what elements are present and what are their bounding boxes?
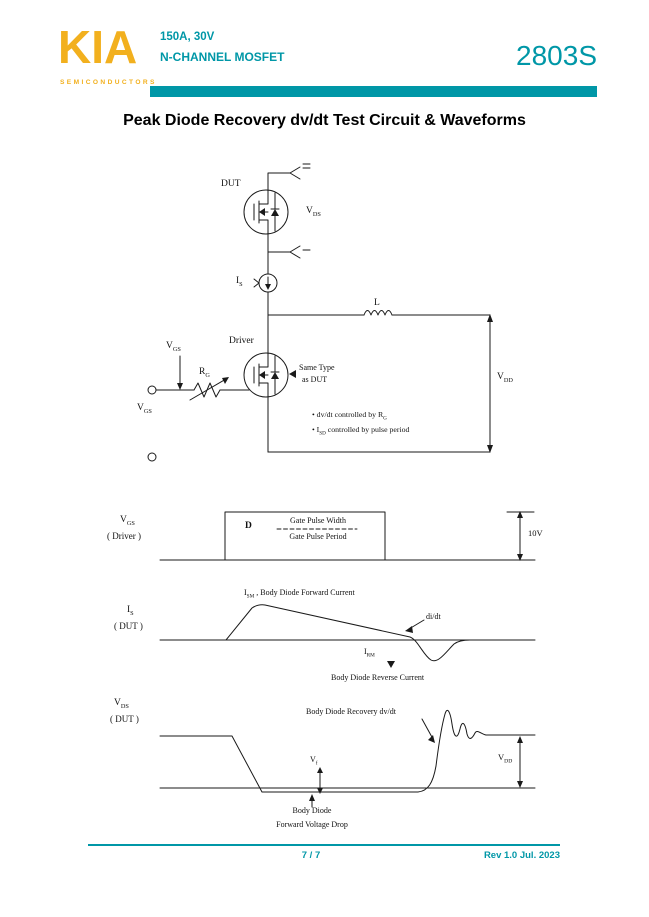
forward-current-label: ISM , Body Diode Forward Current xyxy=(244,588,355,600)
footer-divider xyxy=(88,844,560,846)
device-type-line: N-CHANNEL MOSFET xyxy=(160,50,285,64)
gate-pulse-period-label: Gate Pulse Period xyxy=(289,532,347,541)
part-number: 2803S xyxy=(516,40,597,71)
panel3-axis-sublabel: ( DUT ) xyxy=(110,714,139,724)
note-isd: • ISD controlled by pulse period xyxy=(312,425,410,437)
same-type-label-line1: Same Type xyxy=(299,363,335,372)
vdd-rail xyxy=(487,314,493,453)
kia-logo-subtitle: SEMICONDUCTORS xyxy=(60,79,157,86)
vdd-label: VDD xyxy=(497,372,513,384)
panel1-axis-sublabel: ( Driver ) xyxy=(107,531,141,541)
vgs-node-label: VGS xyxy=(166,341,181,353)
didt-label: di/dt xyxy=(426,612,441,621)
kia-logo: KIA xyxy=(58,21,138,73)
inductor xyxy=(267,310,491,316)
revision-label: Rev 1.0 Jul. 2023 xyxy=(483,850,560,861)
panel1-axis-label: VGS xyxy=(120,515,135,527)
header-accent-bar xyxy=(150,86,597,97)
inductor-label: L xyxy=(374,298,380,308)
rg-label: RG xyxy=(199,367,210,379)
rating-line: 150A, 30V xyxy=(160,31,215,43)
vdd-amplitude-label: VDD xyxy=(498,752,513,765)
dut-label: DUT xyxy=(221,179,241,189)
panel2-axis-label: IS xyxy=(127,605,134,617)
vds-label: VDS xyxy=(306,206,321,218)
diode-current-waveform xyxy=(159,604,536,668)
dut-drain-terminal xyxy=(267,163,311,192)
driver-label: Driver xyxy=(229,336,254,346)
dut-mosfet-symbol xyxy=(243,189,289,235)
irm-label: IRM xyxy=(364,647,375,659)
gate-amplitude-label: 10V xyxy=(528,528,543,538)
driver-mosfet-symbol xyxy=(243,352,296,453)
body-diode-drop-label-line1: Body Diode xyxy=(292,806,332,815)
same-type-label-line2: as DUT xyxy=(302,375,328,384)
recovery-dvdt-label: Body Diode Recovery dv/dt xyxy=(306,707,396,716)
vf-label: Vf xyxy=(310,755,318,767)
panel3-axis-label: VDS xyxy=(114,698,129,710)
gate-pulse-waveform xyxy=(159,511,536,561)
page-title: Peak Diode Recovery dv/dt Test Circuit &… xyxy=(123,112,526,129)
note-dvdt: • dv/dt controlled by RG xyxy=(312,410,387,422)
is-current-source xyxy=(253,251,278,355)
reverse-current-label: Body Diode Reverse Current xyxy=(331,673,425,682)
page-number: 7 / 7 xyxy=(301,850,321,861)
panel2-axis-sublabel: ( DUT ) xyxy=(114,621,143,631)
is-label: IS xyxy=(236,276,243,288)
body-diode-drop-label-line2: Forward Voltage Drop xyxy=(276,820,348,829)
gate-pulse-width-label: Gate Pulse Width xyxy=(290,516,346,525)
dut-source-terminal xyxy=(267,232,311,259)
gate-drive-network xyxy=(147,355,250,462)
vds-waveform xyxy=(159,709,536,808)
vgs-input-label: VGS xyxy=(137,403,152,415)
duty-cycle-symbol: D xyxy=(245,521,252,531)
